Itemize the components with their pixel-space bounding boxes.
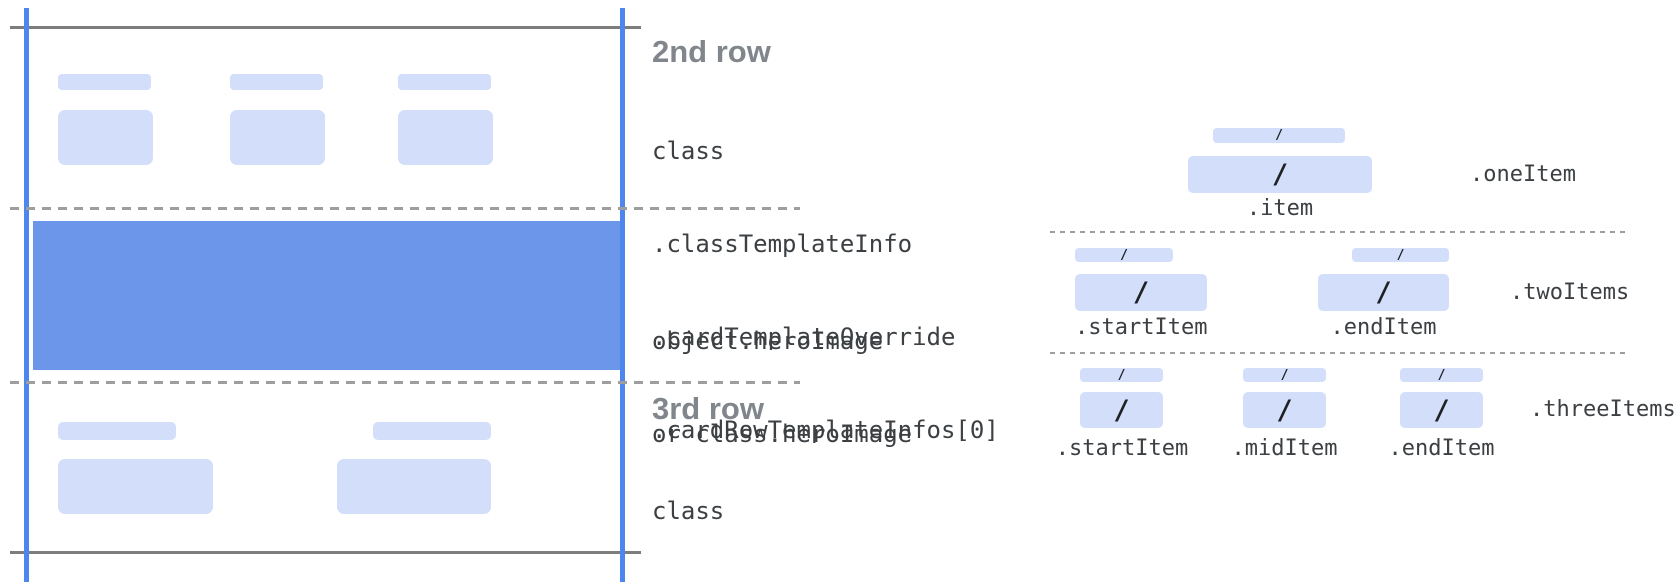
card-bottom-rule: [10, 551, 641, 554]
card-top-rule: [10, 26, 641, 29]
row3-end-value-bar: [337, 459, 491, 514]
row2-item1-label-bar: [58, 74, 151, 90]
mid-item-field-label: .midItem: [1231, 436, 1338, 461]
two-items-end-label-bar: /: [1352, 248, 1449, 262]
item-field-label: .item: [1246, 196, 1314, 221]
second-row-code-path: class .classTemplateInfo .cardTemplateOv…: [652, 74, 999, 508]
slash-placeholder: /: [1280, 367, 1289, 383]
row-divider-dashed-bottom: [10, 381, 800, 384]
three-items-mid-value-bar: /: [1243, 392, 1326, 428]
one-item-label-bar: /: [1213, 128, 1345, 143]
layout-divider-dashed-2: [1050, 352, 1628, 354]
three-items-end-label-bar: /: [1400, 368, 1483, 382]
one-item-row-label: .oneItem: [1470, 162, 1576, 187]
two-items-start-label-bar: /: [1075, 248, 1173, 262]
row2-item3-value-bar: [398, 110, 493, 165]
three-items-mid-label-bar: /: [1243, 368, 1326, 382]
card-right-guide-line: [620, 8, 625, 582]
code-line: .cardTemplateOverride: [652, 323, 956, 351]
two-items-end-value-bar: /: [1318, 274, 1449, 311]
end-item-field-label: .endItem: [1388, 436, 1495, 461]
start-item-field-label: .startItem: [1055, 436, 1189, 461]
row3-start-value-bar: [58, 459, 213, 514]
two-items-start-value-bar: /: [1075, 274, 1207, 311]
code-line: class: [652, 497, 725, 525]
row3-start-label-bar: [58, 422, 176, 440]
code-line: class: [652, 137, 725, 165]
row2-item3-label-bar: [398, 74, 491, 90]
three-items-row-label: .threeItems: [1530, 397, 1676, 422]
one-item-value-bar: /: [1188, 156, 1372, 193]
code-line: object.heroImage: [652, 327, 884, 355]
slash-placeholder: /: [1271, 159, 1289, 190]
slash-placeholder: /: [1275, 128, 1283, 143]
third-row-code-path: class .classTemplateInfo .cardTemplateOv…: [652, 434, 999, 584]
hero-image-band: [33, 221, 620, 370]
row3-end-label-bar: [373, 422, 491, 440]
code-line: or class.heroImage: [652, 420, 913, 448]
row-divider-dashed-top: [10, 207, 800, 210]
slash-placeholder: /: [1375, 277, 1392, 308]
three-items-start-value-bar: /: [1080, 392, 1163, 428]
slash-placeholder: /: [1396, 247, 1405, 263]
slash-placeholder: /: [1276, 394, 1293, 426]
row2-item1-value-bar: [58, 110, 153, 165]
hero-image-code-path: object.heroImage or class.heroImage: [652, 264, 912, 512]
slash-placeholder: /: [1437, 367, 1446, 383]
row2-item2-value-bar: [230, 110, 325, 165]
card-left-guide-line: [24, 8, 29, 582]
slash-placeholder: /: [1120, 247, 1128, 263]
third-row-heading: 3rd row: [652, 391, 764, 426]
row2-item2-label-bar: [230, 74, 323, 90]
second-row-heading: 2nd row: [652, 34, 771, 69]
code-line: .cardRowTemplateInfos[0]: [652, 416, 999, 444]
slash-placeholder: /: [1433, 394, 1450, 426]
two-items-row-label: .twoItems: [1510, 280, 1630, 305]
start-item-field-label: .startItem: [1075, 315, 1208, 340]
layout-divider-dashed-1: [1050, 231, 1628, 233]
end-item-field-label: .endItem: [1330, 315, 1437, 340]
slash-placeholder: /: [1132, 277, 1150, 308]
slash-placeholder: /: [1117, 367, 1126, 383]
slash-placeholder: /: [1113, 394, 1130, 426]
code-line: .classTemplateInfo: [652, 230, 913, 258]
three-items-end-value-bar: /: [1400, 392, 1483, 428]
three-items-start-label-bar: /: [1080, 368, 1163, 382]
